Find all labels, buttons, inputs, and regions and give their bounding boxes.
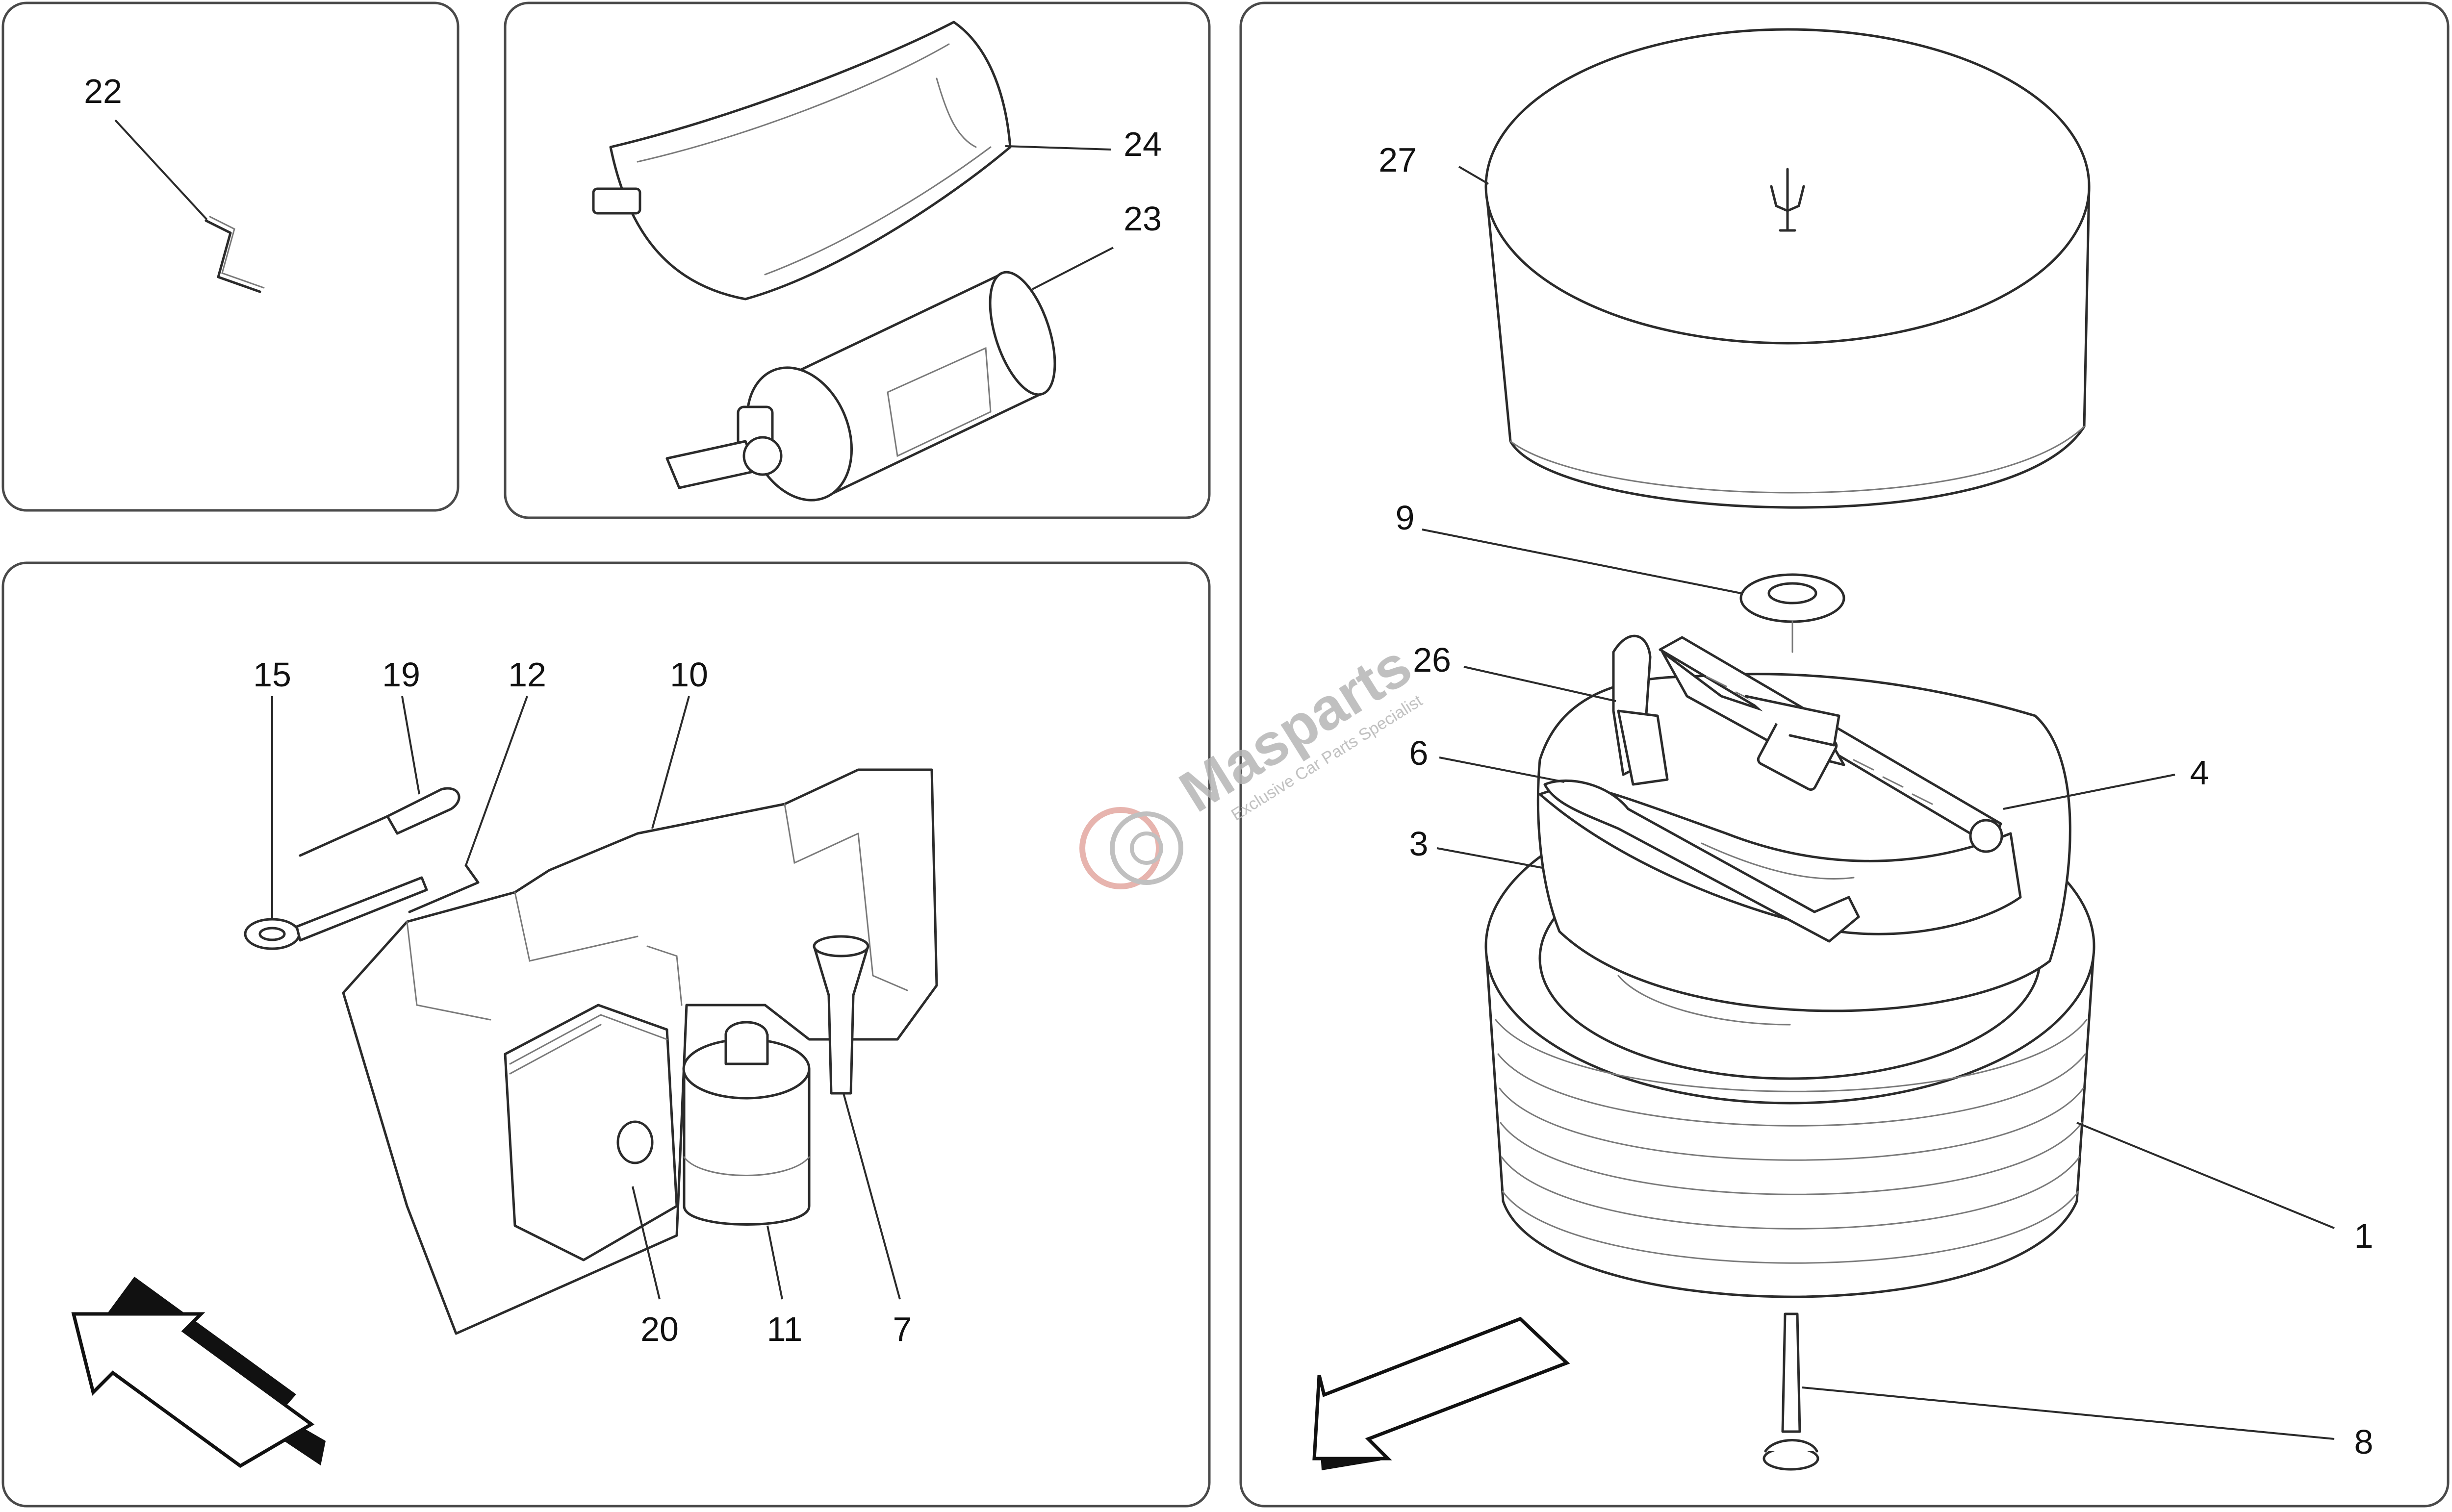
leader-12 <box>465 696 528 866</box>
funnel-part-7 <box>813 935 869 1095</box>
leader-23 <box>1032 247 1114 290</box>
callout-4: 4 <box>2190 754 2209 792</box>
compressor-bottle-part-23 <box>665 271 1056 502</box>
wrench-handle-part-6 <box>1543 779 1860 943</box>
leader-11 <box>766 1225 783 1300</box>
allen-key-part-12 <box>408 864 480 913</box>
leader-3 <box>1436 847 1543 869</box>
leader-6 <box>1439 756 1565 783</box>
callout-19: 19 <box>382 655 420 694</box>
callout-26: 26 <box>1413 641 1451 679</box>
callout-24: 24 <box>1124 125 1162 163</box>
callout-9: 9 <box>1396 499 1415 537</box>
car-jack-part-4 <box>1659 636 2003 853</box>
callout-23: 23 <box>1124 200 1162 238</box>
retaining-nut-part-9 <box>1739 573 1845 653</box>
front-direction-arrow-right <box>1312 1316 1570 1470</box>
leader-27 <box>1458 166 1489 185</box>
callout-11: 11 <box>767 1310 803 1348</box>
lever-part-26 <box>1612 634 1669 786</box>
screwdriver-part-19 <box>299 787 460 857</box>
front-direction-arrow-left <box>71 1277 326 1468</box>
retaining-bolt-part-8 <box>1762 1312 1819 1471</box>
trident-logo-icon <box>1770 168 1805 232</box>
callout-8: 8 <box>2354 1423 2374 1461</box>
leader-24 <box>1005 145 1111 151</box>
oil-canister-part-11 <box>682 1021 811 1226</box>
leader-26 <box>1463 666 1616 702</box>
callout-22: 22 <box>84 72 122 110</box>
callout-15: 15 <box>253 655 291 694</box>
leader-19 <box>401 696 420 795</box>
leader-10 <box>651 696 690 829</box>
leader-1 <box>2076 1122 2335 1229</box>
watermark-gear-icon <box>1079 807 1162 889</box>
callout-27: 27 <box>1379 141 1417 179</box>
leader-20 <box>632 1186 661 1300</box>
towing-eye-part-15 <box>244 876 428 950</box>
wrench-part-22 <box>204 216 265 293</box>
leader-4 <box>2003 774 2175 810</box>
callout-1: 1 <box>2354 1217 2374 1255</box>
leader-7 <box>843 1093 901 1300</box>
callout-12: 12 <box>508 655 546 694</box>
callout-10: 10 <box>670 655 708 694</box>
leader-8 <box>1802 1386 2335 1440</box>
callout-6: 6 <box>1409 734 1429 772</box>
callout-20: 20 <box>640 1310 679 1348</box>
leader-22 <box>114 119 208 221</box>
callout-7: 7 <box>893 1310 912 1348</box>
callout-3: 3 <box>1409 825 1429 863</box>
tool-pouch-part-24 <box>592 21 1012 301</box>
wheel-cover-part-27 <box>1484 28 2091 509</box>
leader-9 <box>1422 529 1741 594</box>
tool-holder-part-3 <box>1536 673 2071 1026</box>
fuse-box-part-20 <box>504 1004 678 1261</box>
